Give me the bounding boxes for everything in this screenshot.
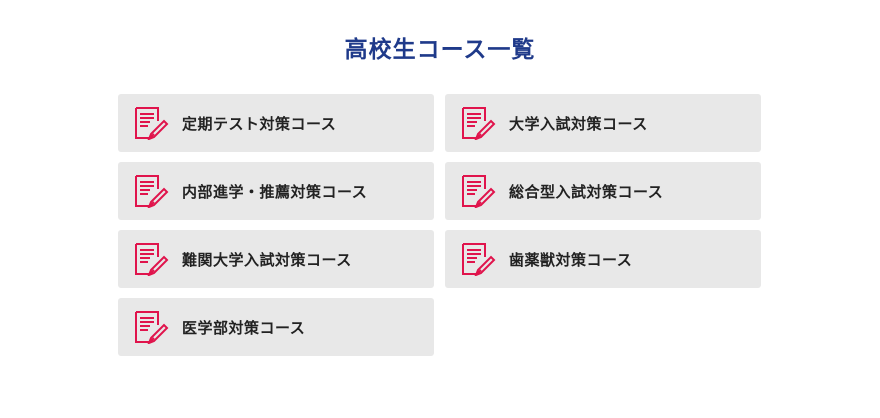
course-card-sogogata[interactable]: 総合型入試対策コース: [445, 162, 761, 220]
course-label: 定期テスト対策コース: [182, 114, 337, 133]
course-card-igakubu[interactable]: 医学部対策コース: [118, 298, 434, 356]
document-pencil-icon: [135, 311, 169, 344]
course-card-shiyakuju[interactable]: 歯薬獣対策コース: [445, 230, 761, 288]
document-pencil-icon: [462, 107, 496, 140]
document-pencil-icon: [135, 243, 169, 276]
course-label: 内部進学・推薦対策コース: [182, 182, 368, 201]
document-pencil-icon: [462, 243, 496, 276]
document-pencil-icon: [462, 175, 496, 208]
document-pencil-icon: [135, 175, 169, 208]
document-pencil-icon: [135, 107, 169, 140]
course-card-nankan[interactable]: 難関大学入試対策コース: [118, 230, 434, 288]
course-card-daigaku-nyushi[interactable]: 大学入試対策コース: [445, 94, 761, 152]
course-list: 定期テスト対策コース 大学入試対策コース 内部進学・推薦対策コース 総合型入試対…: [118, 94, 761, 356]
course-label: 総合型入試対策コース: [509, 182, 664, 201]
course-label: 難関大学入試対策コース: [182, 250, 352, 269]
course-label: 大学入試対策コース: [509, 114, 648, 133]
course-label: 歯薬獣対策コース: [509, 250, 633, 269]
course-card-teiki-test[interactable]: 定期テスト対策コース: [118, 94, 434, 152]
page-title: 高校生コース一覧: [344, 37, 536, 63]
course-label: 医学部対策コース: [182, 318, 306, 337]
course-card-naibu-shingaku[interactable]: 内部進学・推薦対策コース: [118, 162, 434, 220]
